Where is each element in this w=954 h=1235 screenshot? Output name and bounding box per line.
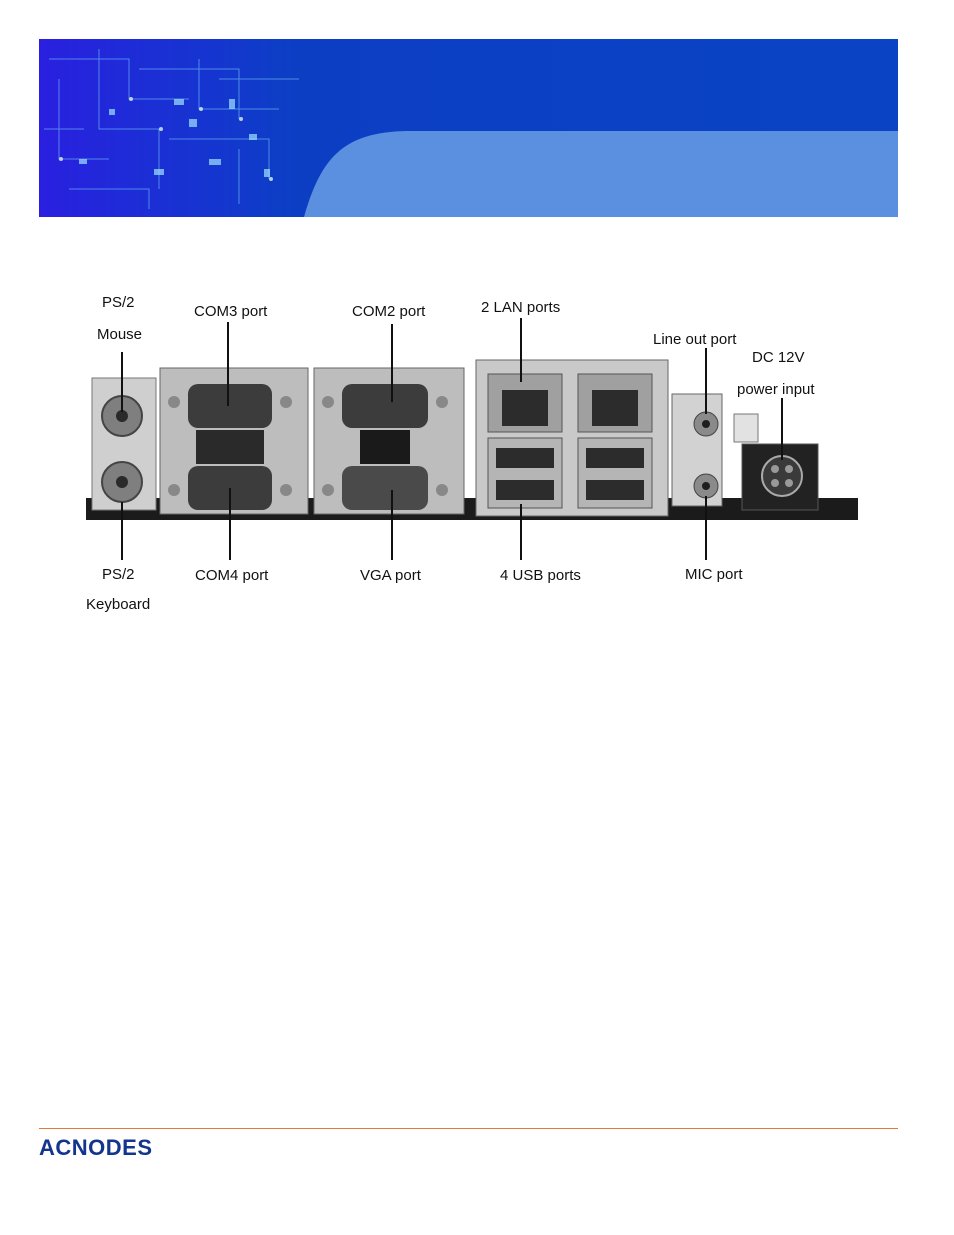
rear-io-panel-photo xyxy=(86,318,858,560)
footer-divider xyxy=(39,1128,898,1129)
usb-port-1 xyxy=(496,448,554,468)
label-dc-line2: power input xyxy=(737,381,815,398)
circuit-board-banner-graphic xyxy=(39,39,898,217)
label-ps2-mouse-line1: PS/2 xyxy=(102,294,135,311)
label-vga: VGA port xyxy=(360,567,421,584)
label-ps2-keyboard-line1: PS/2 xyxy=(102,566,135,583)
label-mic: MIC port xyxy=(685,566,743,583)
rear-io-ports-diagram: PS/2 Mouse COM3 port COM2 port 2 LAN por… xyxy=(78,290,868,620)
label-dc-line1: DC 12V xyxy=(752,349,805,366)
acnodes-logo: ACNODES xyxy=(39,1136,195,1160)
usb-port-3 xyxy=(586,448,644,468)
usb-port-2 xyxy=(496,480,554,500)
label-usb: 4 USB ports xyxy=(500,567,581,584)
logo-text: ACNODES xyxy=(39,1135,153,1160)
com2-connector xyxy=(342,384,428,428)
vga-connector xyxy=(342,466,428,510)
com3-connector xyxy=(188,384,272,428)
label-ps2-mouse-line2: Mouse xyxy=(97,326,143,343)
header-banner xyxy=(39,39,898,217)
label-com2: COM2 port xyxy=(352,303,426,320)
label-com3: COM3 port xyxy=(194,303,268,320)
label-ps2-keyboard-line2: Keyboard xyxy=(86,596,151,613)
label-com4: COM4 port xyxy=(195,567,269,584)
usb-port-4 xyxy=(586,480,644,500)
label-lan: 2 LAN ports xyxy=(481,299,561,316)
label-line-out: Line out port xyxy=(653,331,737,348)
